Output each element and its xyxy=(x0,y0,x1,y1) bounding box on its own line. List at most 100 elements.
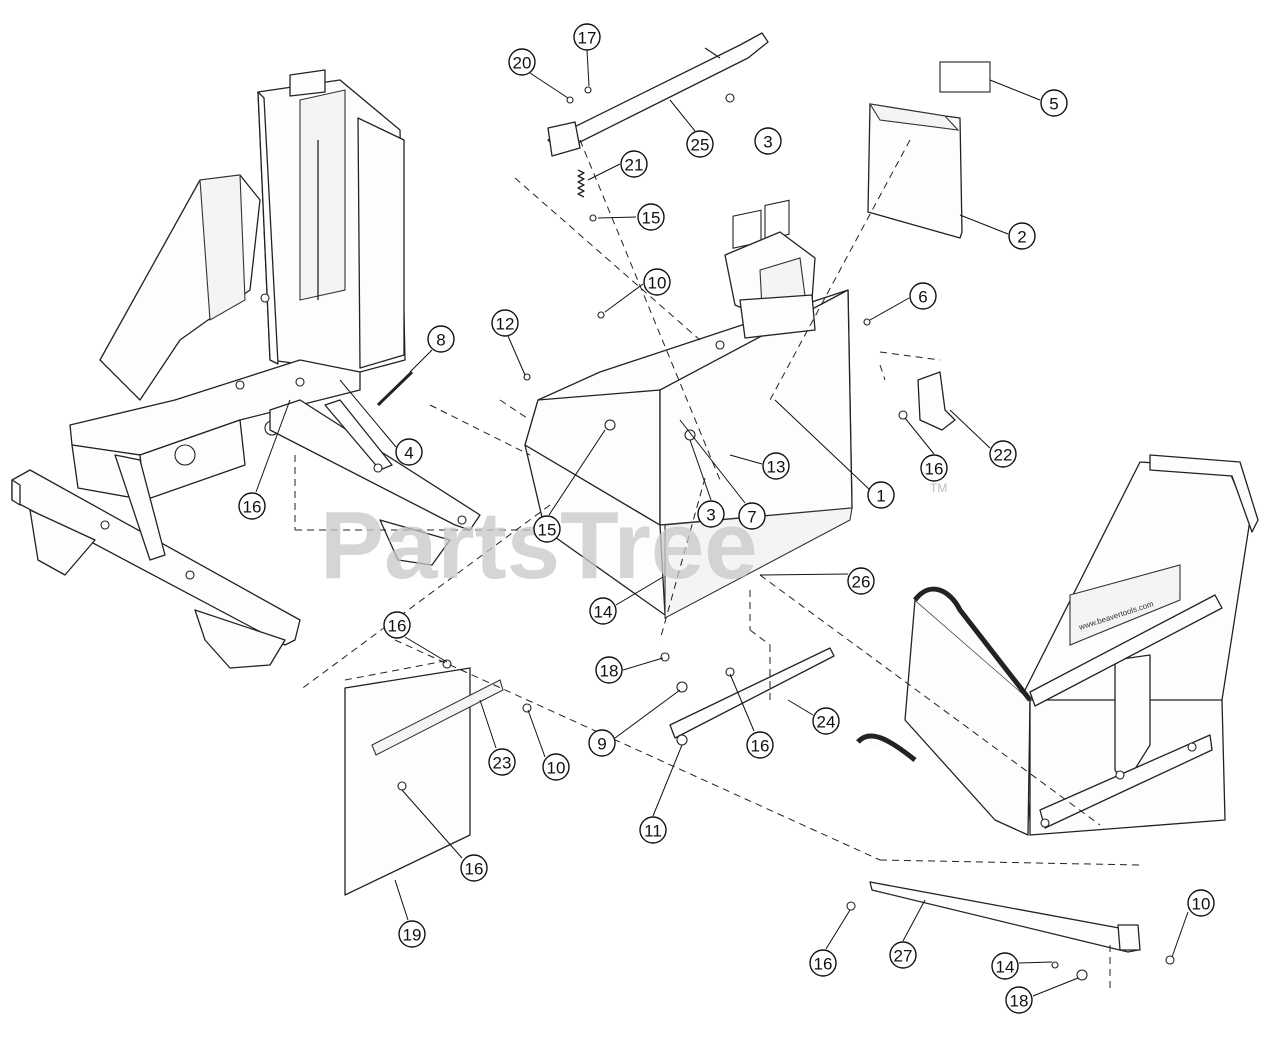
callout-circle xyxy=(491,309,519,337)
bar-24 xyxy=(669,647,835,739)
callout-6: 6 xyxy=(909,282,937,310)
watermark-text: PartsTree xyxy=(320,492,758,599)
callout-circle xyxy=(809,949,837,977)
callout-11: 11 xyxy=(639,816,667,844)
callout-16: 16 xyxy=(746,731,774,759)
main-frame xyxy=(11,69,481,669)
callout-label: 12 xyxy=(496,315,515,334)
callout-3: 3 xyxy=(697,500,725,528)
callout-15: 15 xyxy=(533,515,561,543)
callout-circle xyxy=(460,854,488,882)
panel-19 xyxy=(344,667,504,896)
callout-circle xyxy=(1005,986,1033,1014)
callout-label: 27 xyxy=(894,947,913,966)
callout-circle xyxy=(686,130,714,158)
callout-label: 3 xyxy=(706,506,715,525)
callout-15: 15 xyxy=(637,203,665,231)
bar-27 xyxy=(869,881,1141,953)
callout-22: 22 xyxy=(989,440,1017,468)
callout-label: 18 xyxy=(600,662,619,681)
callout-circle xyxy=(738,502,766,530)
callout-17: 17 xyxy=(573,23,601,51)
callout-label: 17 xyxy=(578,29,597,48)
callout-label: 22 xyxy=(994,446,1013,465)
callout-18: 18 xyxy=(1005,986,1033,1014)
watermark: PartsTree TM xyxy=(320,481,947,599)
callout-circle xyxy=(909,282,937,310)
callout-1: 1 xyxy=(867,481,895,509)
callout-10: 10 xyxy=(643,268,671,296)
callout-circle xyxy=(1040,89,1068,117)
callout-circle xyxy=(989,440,1017,468)
callout-label: 2 xyxy=(1017,228,1026,247)
callout-5: 5 xyxy=(1040,89,1068,117)
rod-8 xyxy=(376,370,414,407)
callout-label: 10 xyxy=(547,759,566,778)
callout-circle xyxy=(637,203,665,231)
callout-label: 8 xyxy=(436,331,445,350)
callout-circle xyxy=(847,567,875,595)
callout-label: 13 xyxy=(767,458,786,477)
callout-25: 25 xyxy=(686,130,714,158)
callout-label: 7 xyxy=(747,508,756,527)
callout-label: 16 xyxy=(243,498,262,517)
callout-circle xyxy=(991,952,1019,980)
callout-circle xyxy=(920,454,948,482)
callout-18: 18 xyxy=(595,656,623,684)
callout-14: 14 xyxy=(991,952,1019,980)
callout-label: 15 xyxy=(642,209,661,228)
callout-label: 15 xyxy=(538,521,557,540)
callout-circle xyxy=(762,452,790,480)
callout-label: 18 xyxy=(1010,992,1029,1011)
hardware xyxy=(397,86,1175,981)
callout-16: 16 xyxy=(383,611,411,639)
callout-label: 1 xyxy=(876,487,885,506)
callout-19: 19 xyxy=(398,920,426,948)
callout-label: 16 xyxy=(751,737,770,756)
callout-12: 12 xyxy=(491,309,519,337)
callout-21: 21 xyxy=(620,150,648,178)
callout-circle xyxy=(533,515,561,543)
callout-10: 10 xyxy=(1187,889,1215,917)
callout-8: 8 xyxy=(427,325,455,353)
callout-label: 11 xyxy=(644,822,662,841)
callout-label: 26 xyxy=(852,573,871,592)
callout-label: 14 xyxy=(996,958,1015,977)
callout-circle xyxy=(746,731,774,759)
label-5 xyxy=(939,61,991,93)
callout-26: 26 xyxy=(847,567,875,595)
callout-circle xyxy=(639,816,667,844)
callout-circle xyxy=(595,656,623,684)
callout-16: 16 xyxy=(460,854,488,882)
callout-2: 2 xyxy=(1008,222,1036,250)
assembly-lines xyxy=(294,139,1141,990)
callout-circle xyxy=(1008,222,1036,250)
callout-circle xyxy=(588,729,616,757)
callout-circle xyxy=(395,438,423,466)
spring-21 xyxy=(577,169,585,198)
callout-label: 19 xyxy=(403,926,422,945)
callout-label: 14 xyxy=(594,603,613,622)
callout-circle xyxy=(867,481,895,509)
callout-circle xyxy=(427,325,455,353)
callout-7: 7 xyxy=(738,502,766,530)
callout-label: 16 xyxy=(388,617,407,636)
callout-circle xyxy=(542,753,570,781)
callout-3: 3 xyxy=(754,127,782,155)
callout-circle xyxy=(620,150,648,178)
callout-9: 9 xyxy=(588,729,616,757)
plate-2 xyxy=(867,103,963,239)
callout-circle xyxy=(383,611,411,639)
callout-label: 16 xyxy=(925,460,944,479)
callout-circle xyxy=(508,48,536,76)
callout-circle xyxy=(754,127,782,155)
callout-circle xyxy=(488,748,516,776)
bracket-22 xyxy=(917,371,956,431)
callout-label: 3 xyxy=(763,133,772,152)
callout-circle xyxy=(697,500,725,528)
callout-label: 24 xyxy=(817,713,836,732)
callout-16: 16 xyxy=(920,454,948,482)
callout-circle xyxy=(1187,889,1215,917)
